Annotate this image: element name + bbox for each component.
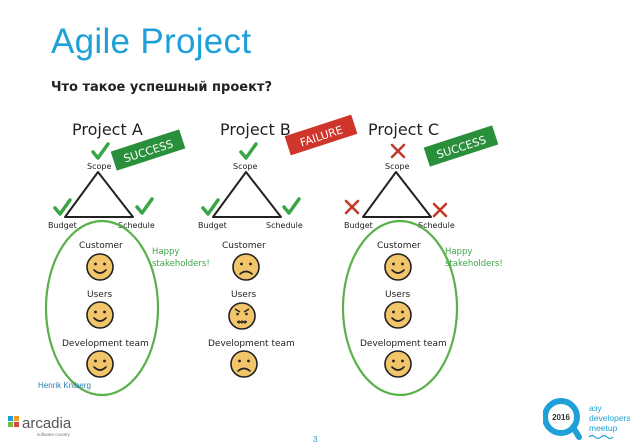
meetup-year: 2016	[552, 413, 570, 422]
project-c-customer: Customer	[377, 241, 421, 251]
project-c-team-happy-icon	[384, 350, 412, 378]
project-a-happy-label: Happy	[152, 247, 179, 257]
project-b-scope: Scope	[233, 162, 257, 171]
project-a-schedule-check-icon	[135, 197, 154, 215]
project-b-stamp: FAILURE	[284, 114, 358, 156]
page-number: 3	[313, 435, 318, 444]
project-c-customer-happy-icon	[384, 253, 412, 281]
project-c-schedule: Schedule	[418, 221, 455, 230]
project-c-users-happy-icon	[384, 301, 412, 329]
project-c-scope: Scope	[385, 162, 409, 171]
project-a: Project A SUCCESS Scope Budget Schedule …	[44, 120, 210, 397]
arcadia-brand: arcadia	[22, 415, 72, 432]
project-c-budget-cross-icon	[344, 199, 360, 215]
meetup-line2: developers	[589, 413, 631, 423]
project-c-budget: Budget	[344, 221, 373, 230]
project-b-title: Project B	[220, 120, 291, 139]
project-a-scope-check-icon	[91, 142, 110, 160]
project-b: Project B FAILURE Scope Budget Schedule …	[198, 114, 358, 378]
project-b-team-sad-icon	[230, 350, 258, 378]
author-credit: Henrik Kniberg	[38, 381, 91, 390]
wave-icon	[588, 434, 614, 440]
project-a-schedule: Schedule	[118, 221, 155, 230]
arcadia-tagline: software country	[37, 432, 71, 437]
slide-title: Agile Project	[51, 22, 252, 61]
project-b-users: Users	[231, 290, 257, 300]
project-a-users-happy-icon	[86, 301, 114, 329]
project-b-schedule: Schedule	[266, 221, 303, 230]
meetup-line1: азу	[589, 403, 602, 413]
svg-text:stakeholders!: stakeholders!	[445, 259, 503, 269]
project-b-team: Development team	[208, 339, 295, 349]
project-b-scope-check-icon	[239, 142, 258, 160]
project-c: Project C SUCCESS Scope Budget Schedule …	[341, 120, 503, 397]
project-a-scope: Scope	[87, 162, 111, 171]
project-a-customer: Customer	[79, 241, 123, 251]
project-c-scope-cross-icon	[390, 143, 406, 159]
project-a-team-happy-icon	[86, 350, 114, 378]
project-c-happy-label: Happy	[445, 247, 472, 257]
project-b-customer: Customer	[222, 241, 266, 251]
project-c-team: Development team	[360, 339, 447, 349]
project-b-schedule-check-icon	[282, 197, 301, 215]
arcadia-mark-icon	[8, 416, 19, 427]
project-a-title: Project A	[72, 120, 143, 139]
project-a-team: Development team	[62, 339, 149, 349]
project-c-title: Project C	[368, 120, 439, 139]
project-c-schedule-cross-icon	[432, 202, 448, 218]
meetup-line3: meetup	[589, 423, 618, 433]
slide-subtitle: Что такое успешный проект?	[51, 80, 272, 95]
project-a-customer-happy-icon	[86, 253, 114, 281]
project-a-users: Users	[87, 290, 113, 300]
project-b-budget: Budget	[198, 221, 227, 230]
project-b-users-angry-icon	[228, 302, 256, 330]
project-c-users: Users	[385, 290, 411, 300]
arcadia-logo: arcadia software country	[6, 412, 96, 444]
project-b-customer-sad-icon	[232, 253, 260, 281]
meetup-logo: 2016 азу developers meetup	[542, 397, 635, 447]
project-a-budget: Budget	[48, 221, 77, 230]
svg-text:stakeholders!: stakeholders!	[152, 259, 210, 269]
